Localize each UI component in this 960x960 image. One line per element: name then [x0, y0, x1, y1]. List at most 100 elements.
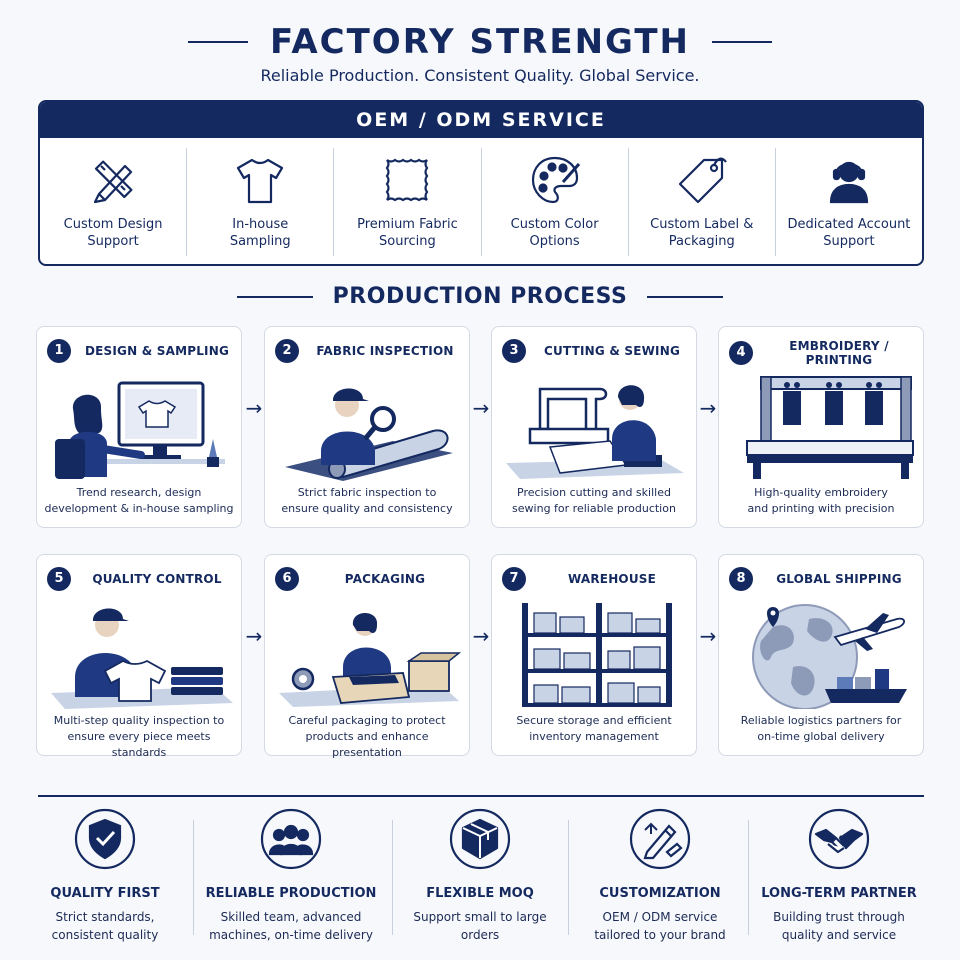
feature-flexible-moq: FLEXIBLE MOQ Support small to large orde… — [392, 806, 568, 946]
fabric-inspection-illustration — [285, 388, 453, 481]
page-title: FACTORY STRENGTH — [270, 22, 690, 62]
process-title: PRODUCTION PROCESS — [332, 284, 628, 309]
step-number: 4 — [729, 341, 753, 365]
feature-separator — [392, 820, 393, 935]
step-head: 4 EMBROIDERY / PRINTING — [729, 339, 917, 367]
globe-plane-ship-illustration — [752, 604, 907, 709]
step-head: 2 FABRIC INSPECTION — [275, 339, 463, 363]
oem-item-sampling: In-house Sampling — [187, 148, 335, 256]
arrow-right-icon: → — [245, 624, 263, 648]
design-tools-icon — [93, 160, 133, 204]
step-head: 7 WAREHOUSE — [502, 567, 690, 591]
arrow-right-icon: → — [699, 624, 717, 648]
step-name: WAREHOUSE — [567, 572, 657, 586]
process-step-fabric: 2 FABRIC INSPECTION Strict fabric inspec… — [264, 326, 470, 528]
step-name: PACKAGING — [344, 572, 426, 586]
oem-item-color: Custom Color Options — [482, 148, 629, 256]
oem-item-label: Dedicated Account Support — [787, 217, 911, 249]
arrow-right-icon: → — [472, 624, 490, 648]
feature-separator — [748, 820, 749, 935]
shield-check-icon — [74, 808, 136, 870]
step-number: 8 — [729, 567, 753, 591]
designer-at-computer-illustration — [55, 381, 225, 479]
feature-title: LONG-TERM PARTNER — [761, 886, 917, 901]
feature-description: Support small to large orders — [413, 910, 547, 942]
arrow-right-icon: → — [245, 396, 263, 420]
oem-item-custom-design: Custom Design Support — [40, 148, 188, 256]
step-name: QUALITY CONTROL — [92, 572, 222, 586]
oem-item-label: Custom Design Support — [63, 217, 163, 249]
title-row: FACTORY STRENGTH — [0, 22, 960, 62]
feature-title: FLEXIBLE MOQ — [426, 886, 534, 901]
process-step-embroidery: 4 EMBROIDERY / PRINTING High-quality emb… — [718, 326, 924, 528]
step-number: 6 — [275, 567, 299, 591]
process-title-row: PRODUCTION PROCESS — [0, 284, 960, 309]
page-subtitle: Reliable Production. Consistent Quality.… — [260, 66, 700, 85]
oem-item-label: Custom Color Options — [510, 217, 599, 249]
oem-service-panel: OEM / ODM SERVICE Custom Design Support … — [38, 100, 924, 266]
title-rule-right — [711, 41, 772, 43]
step-description: Careful packaging to protect products an… — [288, 714, 446, 759]
packaging-worker-illustration — [279, 613, 461, 707]
quality-inspector-illustration — [51, 608, 233, 709]
step-name: GLOBAL SHIPPING — [776, 572, 902, 586]
step-name: EMBROIDERY / PRINTING — [789, 339, 889, 367]
sewing-machine-illustration — [506, 385, 684, 479]
feature-title: QUALITY FIRST — [50, 886, 160, 901]
step-head: 3 CUTTING & SEWING — [502, 339, 690, 363]
oem-heading: OEM / ODM SERVICE — [40, 102, 922, 138]
feature-description: Strict standards, consistent quality — [51, 910, 159, 942]
palette-icon — [531, 156, 580, 204]
step-number: 2 — [275, 339, 299, 363]
step-description: High-quality embroidery and printing wit… — [747, 486, 895, 515]
team-icon — [260, 808, 322, 870]
step-description: Multi-step quality inspection to ensure … — [53, 714, 225, 759]
step-head: 6 PACKAGING — [275, 567, 463, 591]
step-name: CUTTING & SEWING — [543, 344, 680, 358]
step-description: Secure storage and efficient inventory m… — [516, 714, 672, 743]
arrow-right-icon: → — [472, 396, 490, 420]
feature-reliable-production: RELIABLE PRODUCTION Skilled team, advanc… — [203, 806, 379, 946]
process-step-sewing: 3 CUTTING & SEWING Precision cutting and… — [491, 326, 697, 528]
embroidery-machine-illustration — [746, 376, 914, 479]
oem-item-label: In-house Sampling — [229, 217, 291, 249]
feature-title: CUSTOMIZATION — [599, 886, 721, 901]
pencil-ruler-icon — [629, 808, 691, 870]
oem-item-label: Custom Label & Packaging — [650, 217, 754, 249]
feature-description: OEM / ODM service tailored to your brand — [594, 910, 726, 942]
feature-description: Skilled team, advanced machines, on-time… — [209, 910, 373, 942]
process-step-warehouse: 7 WAREHOUSE Secure storage and efficient… — [491, 554, 697, 756]
title-rule-left — [188, 41, 249, 43]
headset-agent-icon — [829, 161, 869, 204]
step-number: 1 — [47, 339, 71, 363]
step-number: 3 — [502, 339, 526, 363]
feature-description: Building trust through quality and servi… — [773, 910, 905, 942]
step-name: FABRIC INSPECTION — [316, 344, 454, 358]
handshake-icon — [808, 808, 870, 870]
oem-item-label: Premium Fabric Sourcing — [357, 217, 458, 249]
step-number: 5 — [47, 567, 71, 591]
oem-item-fabric: Premium Fabric Sourcing — [334, 148, 482, 256]
feature-quality-first: QUALITY FIRST Strict standards, consiste… — [17, 806, 193, 946]
process-rule-left — [236, 295, 313, 298]
oem-items: Custom Design Support In-house Sampling … — [40, 138, 922, 264]
bottom-divider — [38, 795, 924, 797]
process-rule-right — [647, 295, 724, 298]
step-number: 7 — [502, 567, 526, 591]
oem-item-account-support: Dedicated Account Support — [776, 148, 922, 256]
step-name: DESIGN & SAMPLING — [84, 344, 230, 358]
step-description: Reliable logistics partners for on-time … — [740, 714, 902, 743]
feature-customization: CUSTOMIZATION OEM / ODM service tailored… — [572, 806, 748, 946]
step-head: 1 DESIGN & SAMPLING — [47, 339, 235, 363]
tag-icon — [678, 157, 727, 204]
feature-separator — [193, 820, 194, 935]
box-icon — [449, 808, 511, 870]
process-step-packaging: 6 PACKAGING Careful packaging to protect… — [264, 554, 470, 759]
process-step-shipping: 8 GLOBAL SHIPPING Reliable logistics par… — [718, 554, 924, 756]
warehouse-shelves-illustration — [522, 603, 672, 707]
fabric-swatch-icon — [386, 158, 429, 202]
step-description: Strict fabric inspection to ensure quali… — [281, 486, 453, 515]
feature-separator — [568, 820, 569, 935]
step-description: Precision cutting and skilled sewing for… — [512, 486, 676, 515]
process-step-quality-control: 5 QUALITY CONTROL Multi-step quality ins… — [36, 554, 242, 759]
